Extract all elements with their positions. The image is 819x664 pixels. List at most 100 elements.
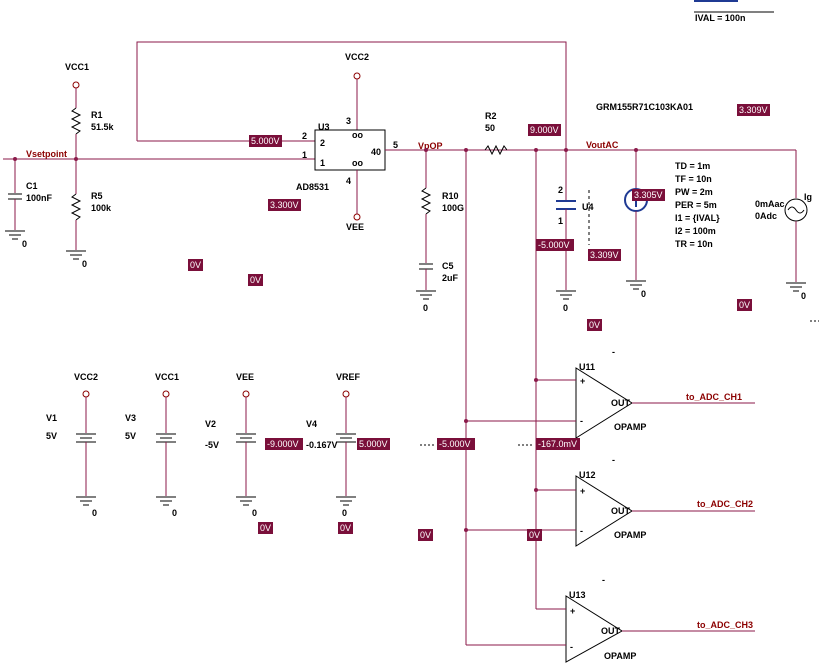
voltage-marker: 0V <box>248 274 263 286</box>
vcc1-top-symbol <box>72 81 80 89</box>
junction-dot <box>13 157 17 161</box>
pulse-params: TD = 1m TF = 10n PW = 2m PER = 5m I1 = {… <box>675 161 720 249</box>
u13-label: OPAMP <box>604 651 636 661</box>
vcc2-src-symbol <box>82 390 90 398</box>
svg-text:3.309V: 3.309V <box>739 105 768 115</box>
u3-in1: 1 <box>320 158 325 168</box>
r2-ref: R2 <box>485 111 497 121</box>
net-ch2: to_ADC_CH2 <box>697 499 753 509</box>
voltage-marker: 5.000V <box>357 438 390 450</box>
ground-label: 0 <box>423 303 428 313</box>
u13-plus: + <box>570 606 575 616</box>
net-ch3: to_ADC_CH3 <box>697 620 753 630</box>
svg-text:3.309V: 3.309V <box>590 250 619 260</box>
u3-pin2: 2 <box>302 131 307 141</box>
vcc1-src-symbol <box>162 390 170 398</box>
u3-in40: 40 <box>371 147 381 157</box>
ground-label: 0 <box>92 508 97 518</box>
ground-ig <box>786 282 806 292</box>
voltage-marker: -5.000V <box>536 239 574 251</box>
ground-c1 <box>5 230 25 240</box>
u3-mark: oo <box>352 130 363 140</box>
vee-u3-label: VEE <box>346 222 364 232</box>
u3-part: AD8531 <box>296 182 329 192</box>
ground-pulse <box>626 280 646 290</box>
u12-out: OUT <box>611 506 631 516</box>
u13-ref: U13 <box>569 590 586 600</box>
voltage-marker: 3.305V <box>632 189 665 201</box>
voltage-marker: 0V <box>188 259 203 271</box>
voltage-marker: 0V <box>258 522 273 534</box>
svg-text:0V: 0V <box>190 260 201 270</box>
u4-ref: U4 <box>582 202 594 212</box>
r1-ref: R1 <box>91 110 103 120</box>
voltage-marker: -9.000V <box>265 438 303 450</box>
u11-label: OPAMP <box>614 422 646 432</box>
ground-label: 0 <box>342 508 347 518</box>
u3-in2: 2 <box>320 138 325 148</box>
ground-label: 0 <box>252 508 257 518</box>
vee-src-label: VEE <box>236 372 254 382</box>
u4-part: GRM155R71C103KA01 <box>596 102 693 112</box>
u3-ref: U3 <box>318 122 330 132</box>
svg-text:TR = 10n: TR = 10n <box>675 239 713 249</box>
u12-dash: - <box>612 455 615 465</box>
u11-out: OUT <box>611 398 631 408</box>
vref-src-symbol <box>342 390 350 398</box>
v2-ref: V2 <box>205 419 216 429</box>
ground-label: 0 <box>801 291 806 301</box>
svg-text:TF = 10n: TF = 10n <box>675 174 712 184</box>
voltage-marker: 3.300V <box>268 199 301 211</box>
u12-body <box>575 475 633 547</box>
u13-dash: - <box>602 575 605 585</box>
voltage-marker: 0V <box>587 319 602 331</box>
voltage-marker: 5.000V <box>249 135 282 147</box>
svg-text:TD = 1m: TD = 1m <box>675 161 710 171</box>
svg-text:0V: 0V <box>529 530 540 540</box>
r10-resistor <box>420 187 432 215</box>
u13-body <box>565 595 623 663</box>
u12-ref: U12 <box>579 470 596 480</box>
r5-resistor <box>70 193 82 221</box>
junction-dot <box>534 378 538 382</box>
junction-dot <box>634 148 638 152</box>
svg-text:5.000V: 5.000V <box>251 136 280 146</box>
u4-pin1: 1 <box>558 216 563 226</box>
svg-text:-5.000V: -5.000V <box>439 439 471 449</box>
v4-value: -0.167V <box>306 440 338 450</box>
u3-pin1: 1 <box>302 150 307 160</box>
voltage-marker: -5.000V <box>437 438 475 450</box>
ground-v3 <box>156 496 176 506</box>
r2-resistor <box>484 144 508 156</box>
r1-resistor <box>70 107 82 135</box>
net-vpop: VpOP <box>418 141 443 151</box>
ground-label: 0 <box>82 259 87 269</box>
r1-value: 51.5k <box>91 122 115 132</box>
ground-r5 <box>66 250 86 260</box>
c1-ref: C1 <box>26 181 38 191</box>
svg-text:0V: 0V <box>340 523 351 533</box>
junction-dot <box>464 528 468 532</box>
u12-minus: - <box>580 526 583 536</box>
net-vsetpoint: Vsetpoint <box>26 149 67 159</box>
vee-src-symbol <box>242 390 250 398</box>
voltage-marker: 0V <box>737 299 752 311</box>
v2-value: -5V <box>205 440 219 450</box>
ground-label: 0 <box>172 508 177 518</box>
ground-label: 0 <box>22 239 27 249</box>
net-voutac: VoutAC <box>586 140 619 150</box>
u11-ref: U11 <box>579 362 595 372</box>
r10-value: 100G <box>442 203 464 213</box>
u13-out: OUT <box>601 626 621 636</box>
vcc2-top-label: VCC2 <box>345 52 369 62</box>
ground-label: 0 <box>563 303 568 313</box>
ig-ref: Ig <box>804 192 812 202</box>
ground-c5 <box>416 290 436 300</box>
u3-mark: oo <box>352 158 363 168</box>
svg-text:I2 = 100m: I2 = 100m <box>675 226 716 236</box>
u11-plus: + <box>580 376 585 386</box>
u3-pin3: 3 <box>346 116 351 126</box>
c5-ref: C5 <box>442 261 454 271</box>
ground-u4 <box>556 290 576 300</box>
